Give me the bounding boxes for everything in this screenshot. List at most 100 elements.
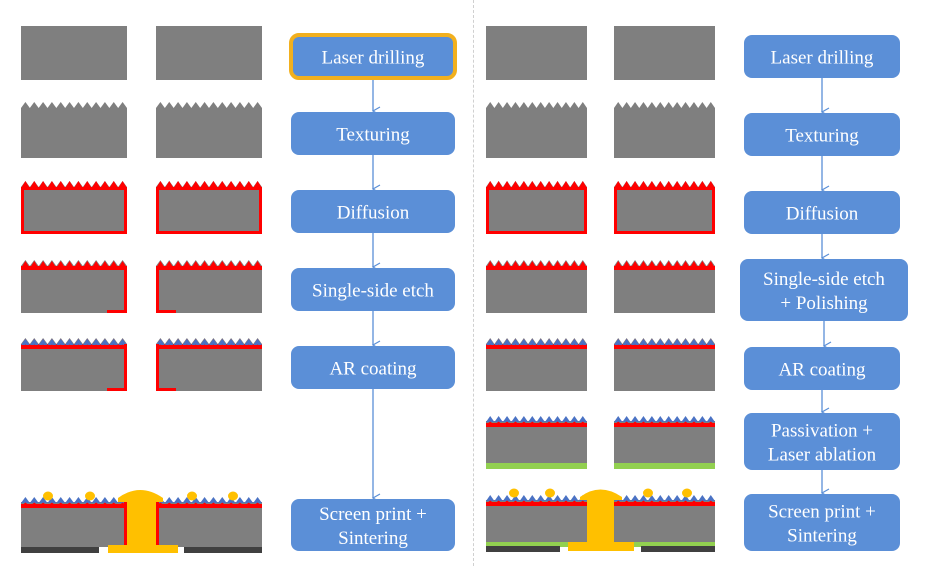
process-step-label: Screen print +Sintering (319, 504, 427, 549)
process-step-box: Single-side etch+ Polishing (740, 259, 908, 321)
process-step-box: Screen print +Sintering (291, 499, 455, 551)
wafer-cross-sections (21, 26, 715, 553)
ar-coating-texture (156, 339, 262, 345)
front-finger-contact (85, 491, 95, 501)
substrate-layer (614, 187, 715, 234)
wafer-cross-section-icon (21, 102, 127, 158)
substrate-layer (486, 500, 587, 542)
wafer-cross-section-icon (486, 26, 587, 80)
wafer-cross-section-icon (156, 102, 262, 158)
process-step-label-line: Diffusion (337, 203, 410, 224)
process-step-label: Laser drilling (322, 48, 425, 69)
process-step-label-line: Laser ablation (768, 445, 877, 466)
ar-coating-texture (614, 339, 715, 345)
process-step-label-line: Sintering (787, 526, 857, 547)
wafer-cross-section-icon (486, 102, 587, 158)
textured-surface (486, 102, 587, 108)
substrate-layer (486, 266, 587, 313)
substrate-layer (21, 266, 127, 313)
process-step-box: Texturing (291, 112, 455, 155)
emitter-top (486, 423, 587, 427)
wafer-cross-section-icon (21, 26, 127, 80)
emitter-layer (486, 187, 587, 234)
process-step-box-bg (291, 190, 455, 233)
process-step-label: Screen print +Sintering (768, 502, 876, 547)
substrate-layer (486, 26, 587, 80)
wafer-cross-section-icon (21, 490, 262, 553)
emitter-top (614, 502, 715, 506)
ar-coating-texture (614, 416, 715, 422)
emitter-top (614, 346, 715, 349)
wafer-cross-section-icon (156, 26, 262, 80)
process-step-label: AR coating (778, 360, 866, 381)
front-finger-contact (545, 488, 555, 498)
process-step-label-line: Screen print + (319, 504, 427, 525)
wafer-cross-section-icon (21, 338, 127, 391)
process-step-label-line: Laser drilling (322, 48, 425, 69)
process-step-box-bg (291, 499, 455, 551)
textured-surface (21, 260, 127, 266)
wafer-cross-section-icon (156, 338, 262, 391)
process-step-label: Laser drilling (771, 48, 874, 69)
substrate-layer (156, 26, 262, 80)
substrate-layer (486, 187, 587, 234)
wafer-cross-section-icon (614, 181, 715, 234)
ar-coating-texture (21, 339, 127, 345)
process-step-label-line: Laser drilling (771, 48, 874, 69)
emitter-layer (614, 187, 715, 234)
process-step-label-line: Texturing (336, 125, 410, 146)
process-step-label: Single-side etch (312, 281, 434, 302)
process-step-label: Passivation + Laser ablation (768, 421, 877, 466)
emitter-top (21, 504, 127, 508)
wafer-cross-section-icon (614, 26, 715, 80)
process-step-box: Diffusion (291, 190, 455, 233)
substrate-layer (156, 502, 262, 547)
textured-surface (156, 260, 262, 266)
front-finger-contact (509, 488, 519, 498)
front-finger-contact (643, 488, 653, 498)
substrate-layer (21, 502, 127, 547)
wafer-cross-section-icon (486, 416, 587, 469)
process-step-box-bg (744, 35, 900, 78)
ar-coating-texture (486, 416, 587, 422)
wafer-cross-section-icon (614, 260, 715, 313)
emitter-top (156, 504, 262, 508)
emitter-top (614, 266, 715, 270)
process-step-box-bg (744, 191, 900, 234)
rear-contact (486, 546, 560, 552)
process-step-box: Passivation + Laser ablation (744, 413, 900, 470)
process-step-label-line: Single-side etch (312, 281, 434, 302)
process-step-box-bg (740, 259, 908, 321)
wafer-cross-section-icon (21, 181, 127, 234)
process-step-label: Diffusion (786, 204, 859, 225)
process-step-label-line: Passivation + (771, 421, 873, 442)
process-step-box: Diffusion (744, 191, 900, 234)
emitter-top (156, 266, 262, 270)
substrate-layer (614, 344, 715, 391)
process-step-box: Single-side etch (291, 268, 455, 311)
wafer-cross-section-icon (614, 102, 715, 158)
process-step-label-line: AR coating (778, 360, 866, 381)
flow-arrows (371, 78, 832, 503)
substrate-layer (156, 108, 262, 158)
wafer-cross-section-icon (156, 260, 262, 313)
wafer-cross-section-icon (486, 260, 587, 313)
emitter-top (486, 346, 587, 349)
emitter-top (486, 502, 587, 506)
textured-surface (156, 102, 262, 108)
emitter-texture (614, 181, 715, 188)
wafer-cross-section-icon (486, 181, 587, 234)
process-step-label-line: Single-side etch (763, 269, 885, 290)
process-step-box-bg (291, 112, 455, 155)
wafer-cross-section-icon (486, 488, 715, 552)
rear-contact (641, 546, 715, 552)
process-step-label: AR coating (329, 359, 417, 380)
substrate-layer (21, 187, 127, 234)
via-bottom-emitter (156, 388, 176, 391)
process-step-box: Texturing (744, 113, 900, 156)
wafer-cross-section-icon (614, 338, 715, 391)
via-wall-emitter (156, 266, 159, 313)
metal-via-contact (108, 490, 178, 553)
via-wall-emitter (124, 344, 127, 391)
passivation-layer (614, 463, 715, 469)
